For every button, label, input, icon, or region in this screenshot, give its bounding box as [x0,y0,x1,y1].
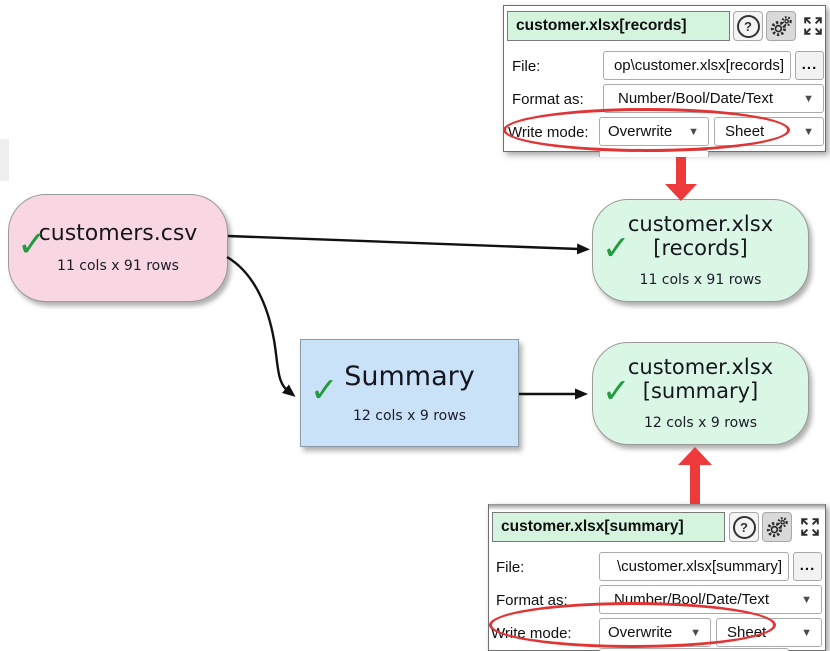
help-icon: ? [736,14,760,38]
success-check-icon: ✓ [602,227,631,268]
file-input[interactable]: op\customer.xlsx[records] [603,51,791,80]
write-mode-highlight-ellipse [489,602,776,648]
gear-icon [766,517,788,538]
connector-source-to-summary-transform [226,255,296,397]
chevron-down-icon: ▼ [803,93,814,105]
node-title: Summary [344,361,475,393]
help-button[interactable]: ? [729,512,759,542]
help-button[interactable]: ? [733,11,763,41]
node-customer-xlsx-summary[interactable]: ✓ customer.xlsx[summary] 12 cols x 9 row… [592,342,809,445]
connector-source-to-records [227,234,590,255]
file-input[interactable]: \customer.xlsx[summary] [599,552,789,581]
settings-button[interactable] [766,11,796,41]
expand-icon [801,518,819,536]
expand-button[interactable] [795,512,825,542]
node-customer-xlsx-records[interactable]: ✓ customer.xlsx[records] 11 cols x 91 ro… [592,199,809,302]
success-check-icon: ✓ [17,224,48,266]
chevron-down-icon: ▼ [801,627,812,639]
format-as-label: Format as: [512,91,584,108]
clipped-control [599,648,789,651]
chevron-down-icon: ▼ [801,594,812,606]
panel-title: customer.xlsx[summary] [492,512,725,542]
node-title: customer.xlsx[records] [627,211,774,260]
format-as-label: Format as: [496,592,568,609]
node-customers-csv[interactable]: ✓ customers.csv 11 cols x 91 rows [8,194,228,302]
node-stats: 11 cols x 91 rows [57,258,179,275]
success-check-icon: ✓ [310,370,339,411]
gear-icon [770,16,792,37]
format-as-select[interactable]: Number/Bool/Date/Text ▼ [603,84,824,113]
panel-title: customer.xlsx[records] [507,11,730,41]
expand-icon [804,17,822,35]
file-label: File: [496,559,525,576]
success-check-icon: ✓ [602,370,631,411]
browse-button[interactable]: ... [795,51,824,80]
settings-button[interactable] [762,512,792,542]
expand-button[interactable] [798,11,828,41]
canvas-edge-artifact [0,139,9,181]
write-mode-highlight-ellipse [503,108,790,152]
browse-button[interactable]: ... [793,552,822,581]
node-stats: 11 cols x 91 rows [639,272,762,289]
node-title: customer.xlsx[summary] [627,354,774,403]
torn-edge [489,504,825,511]
node-stats: 12 cols x 9 rows [643,415,757,432]
chevron-down-icon: ▼ [803,126,814,138]
annotation-arrow-up [678,447,712,504]
file-label: File: [512,58,541,75]
node-title: customers.csv [38,220,198,246]
node-stats: 12 cols x 9 rows [352,407,466,424]
annotation-arrow-down [665,150,697,201]
help-icon: ? [732,515,756,539]
node-summary-transform[interactable]: ✓ Summary 12 cols x 9 rows [300,339,519,447]
